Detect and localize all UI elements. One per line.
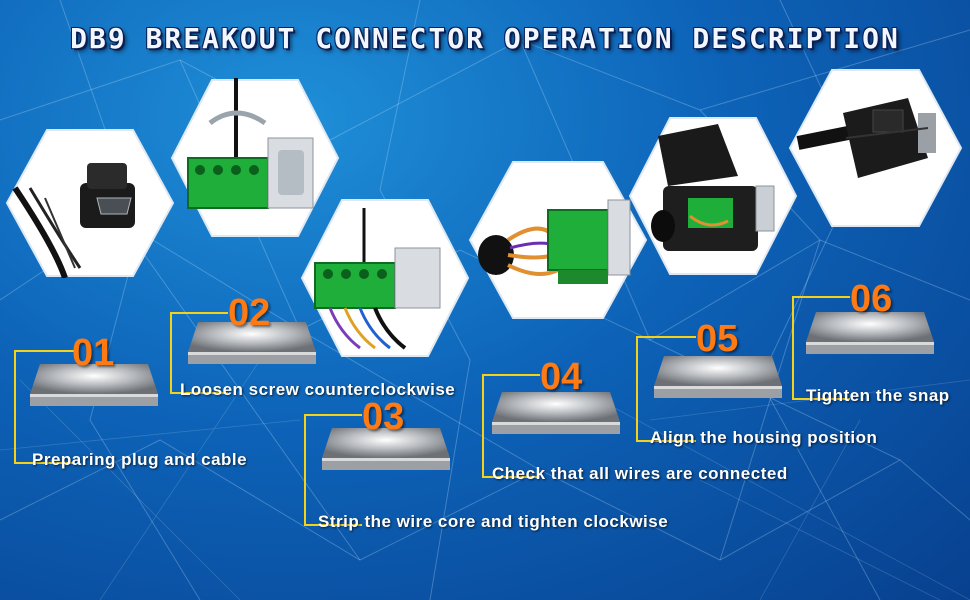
step-number-06: 06 <box>850 278 893 320</box>
step-plate-06 <box>806 312 934 354</box>
leader-line-05 <box>636 336 696 442</box>
leader-line-03 <box>304 414 362 526</box>
step-caption-02: Loosen screw counterclockwise <box>180 380 456 399</box>
page-title: DB9 BREAKOUT CONNECTOR OPERATION DESCRIP… <box>70 22 900 55</box>
step-plate-01 <box>30 364 158 406</box>
photo-step-02 <box>170 78 340 238</box>
photo-step-04 <box>468 160 648 320</box>
screwdriver-tighten-icon <box>314 208 441 350</box>
photo-step-03 <box>300 198 470 358</box>
step-number-01: 01 <box>72 332 115 374</box>
step-caption-01: Preparing plug and cable <box>32 450 248 469</box>
photo-step-01 <box>5 128 175 278</box>
leader-line-06 <box>792 296 850 400</box>
leader-line-01 <box>14 350 74 464</box>
step-number-03: 03 <box>362 396 405 438</box>
wired-terminal-block-icon <box>478 199 631 284</box>
step-caption-04: Check that all wires are connected <box>492 464 788 483</box>
step-plate-03 <box>322 428 450 470</box>
step-number-05: 05 <box>696 318 739 360</box>
screwdriver-loosen-icon <box>187 78 314 209</box>
leader-line-02 <box>170 312 228 394</box>
photo-step-06 <box>788 68 963 228</box>
db9-plug-and-cable-icon <box>12 163 135 278</box>
housing-alignment-icon <box>651 124 775 251</box>
photo-step-05 <box>628 116 798 276</box>
closed-housing-icon <box>796 98 936 178</box>
step-caption-05: Align the housing position <box>650 428 878 447</box>
step-plate-02 <box>188 322 316 364</box>
step-number-04: 04 <box>540 356 583 398</box>
step-number-02: 02 <box>228 292 271 334</box>
step-plate-05 <box>654 356 782 398</box>
step-caption-06: Tighten the snap <box>806 386 950 405</box>
leader-line-04 <box>482 374 540 478</box>
step-caption-03: Strip the wire core and tighten clockwis… <box>318 512 669 531</box>
step-plate-04 <box>492 392 620 434</box>
